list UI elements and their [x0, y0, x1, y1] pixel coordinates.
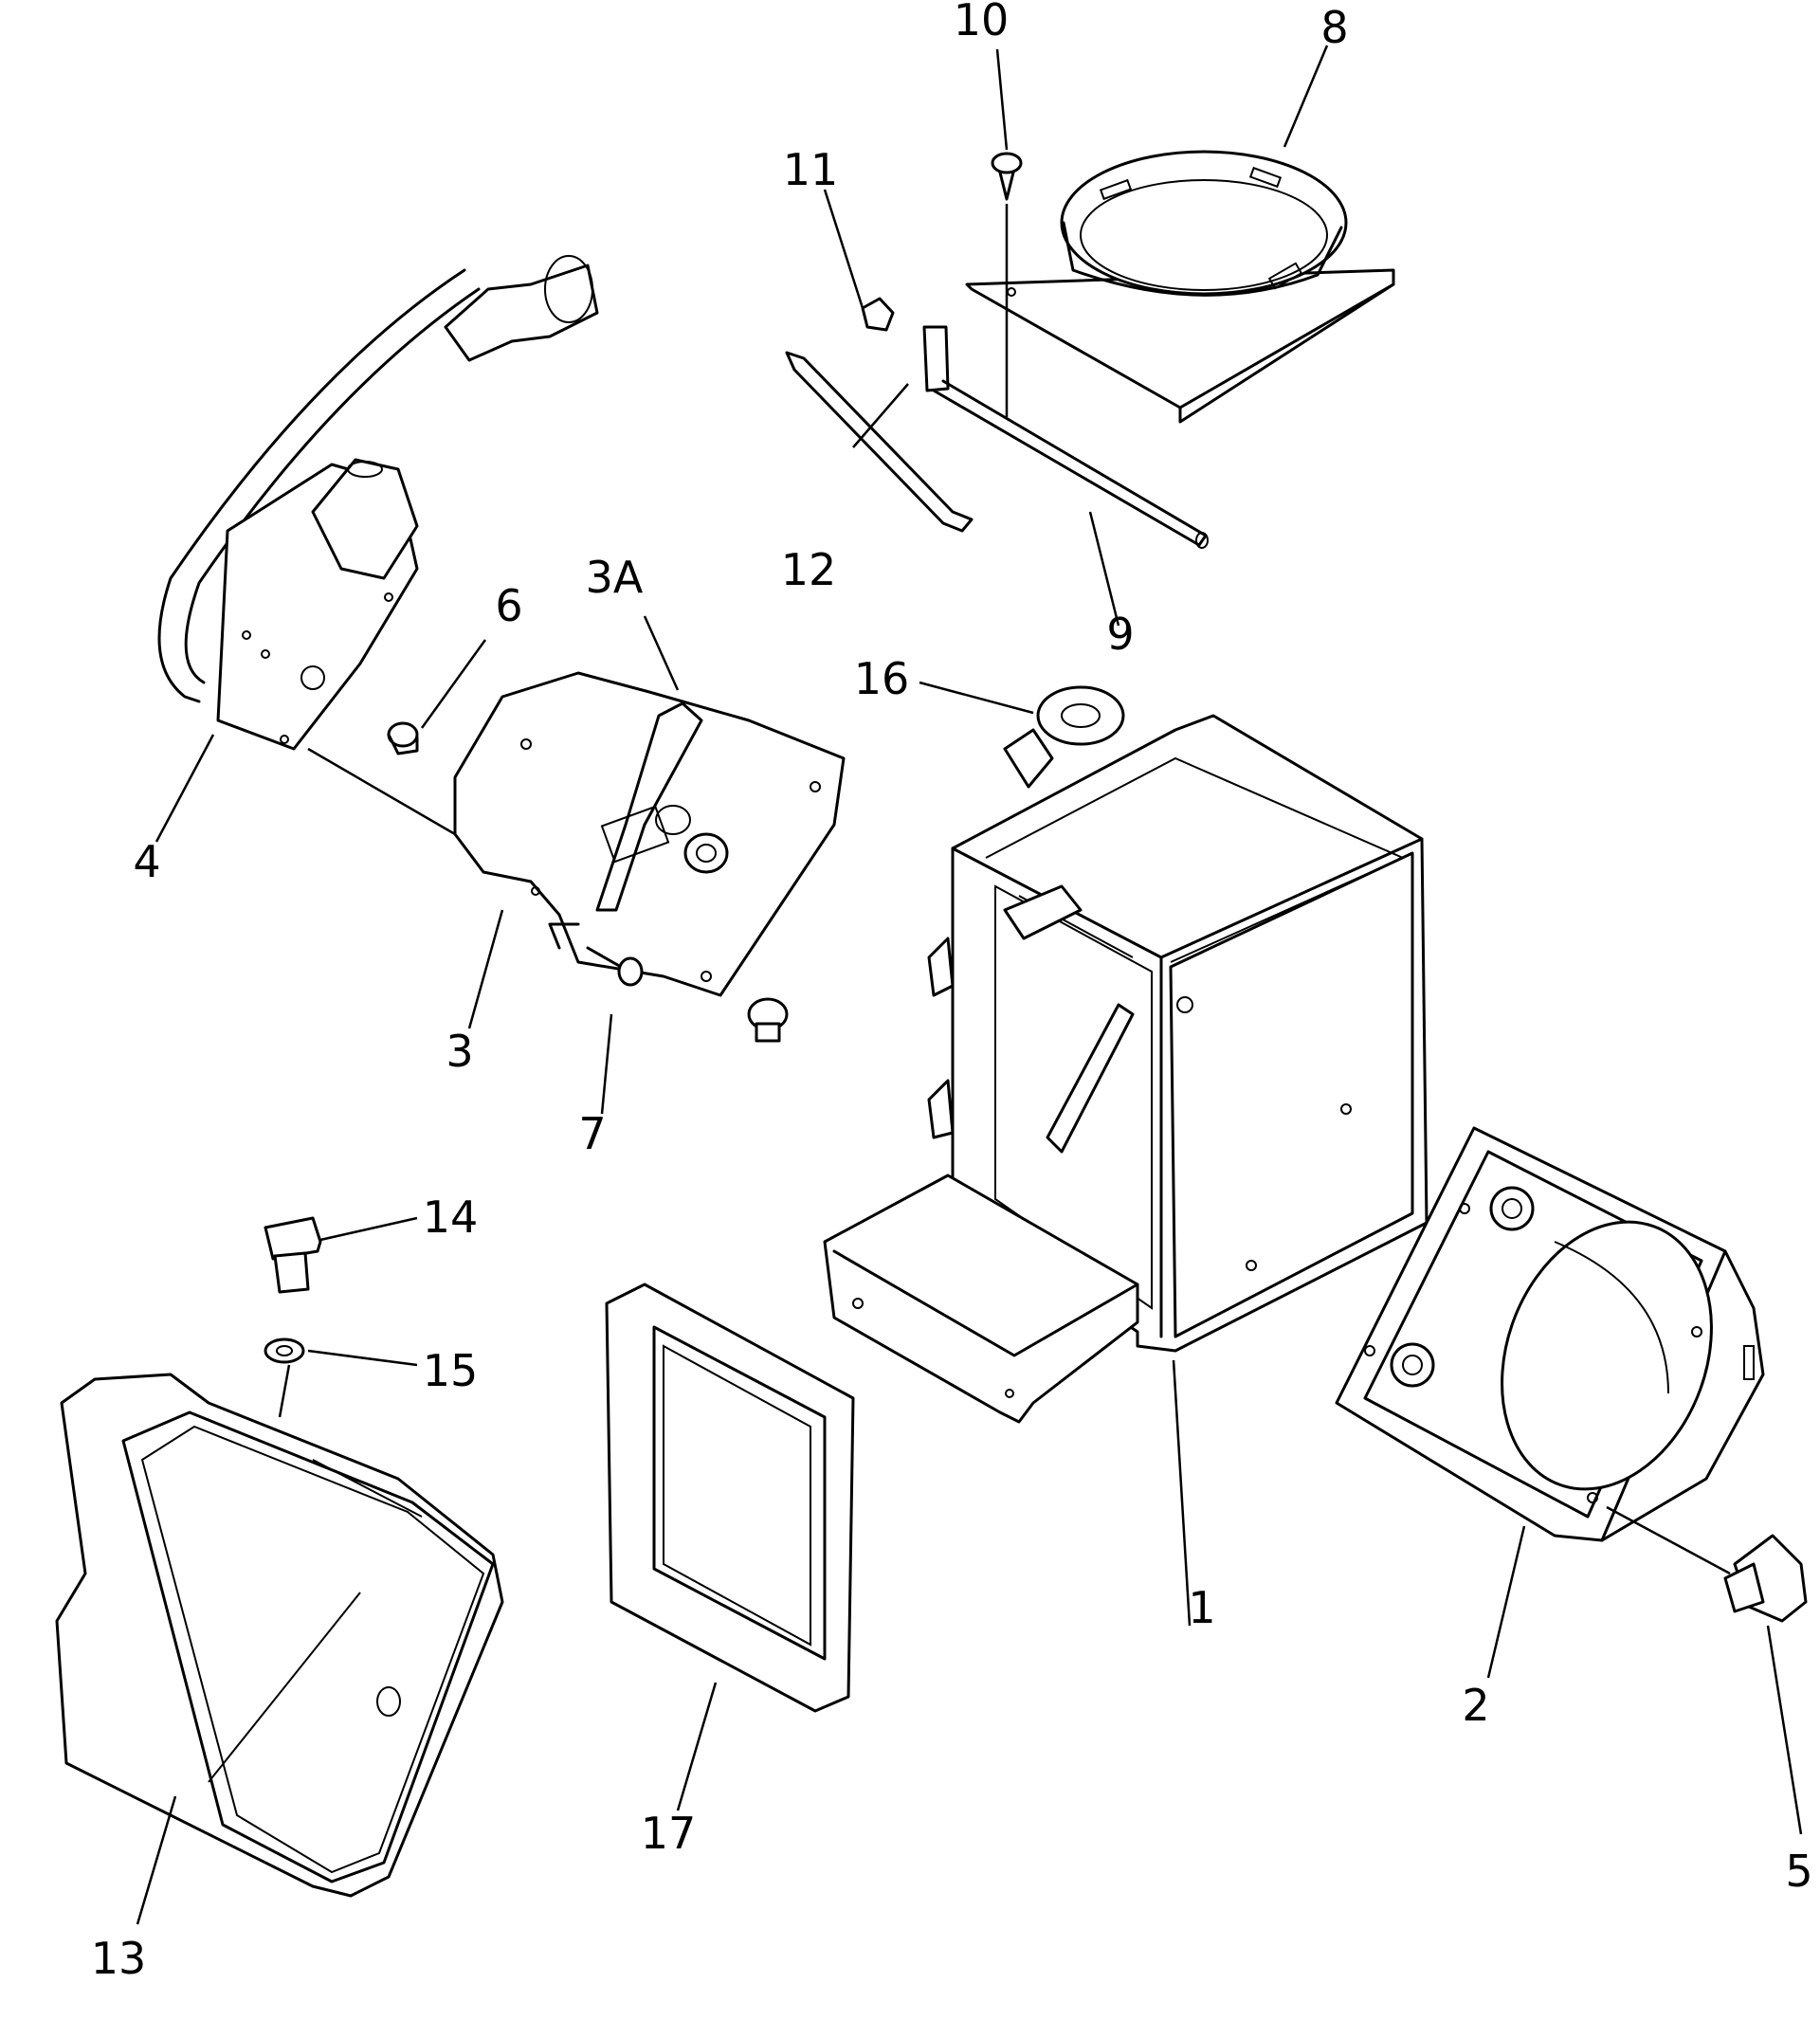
part-13-cover [55, 1373, 504, 1898]
callout-14: 14 [423, 1192, 479, 1243]
part-5-bolt [1723, 1534, 1808, 1623]
callout-15: 15 [423, 1345, 479, 1396]
part-3-bolt [747, 997, 789, 1043]
callout-5: 5 [1785, 1846, 1812, 1897]
callout-16: 16 [854, 653, 910, 704]
callout-11: 11 [783, 144, 839, 195]
callout-1: 1 [1188, 1582, 1215, 1633]
callout-12: 12 [781, 544, 837, 595]
part-12-rod [785, 351, 974, 533]
callout-6: 6 [495, 580, 522, 631]
part-14-bolt [264, 1216, 322, 1294]
part-1-housing [823, 714, 1429, 1424]
leader-lines [136, 45, 1803, 1925]
part-7-screw [586, 946, 644, 987]
part-11-clip [861, 297, 895, 332]
part-8-duct-plate [965, 150, 1395, 424]
part-15-washer [264, 1337, 305, 1364]
callout-7: 7 [578, 1108, 606, 1159]
callout-3: 3 [446, 1026, 473, 1077]
callout-labels: 1 2 3 3A 4 5 6 7 8 9 10 11 12 13 14 15 1… [91, 0, 1813, 1984]
callout-3a: 3A [586, 552, 644, 603]
part-17-filter-frame [605, 1283, 855, 1713]
callout-17: 17 [641, 1808, 697, 1859]
part-16-grommet [1036, 685, 1125, 746]
part-6-nut [387, 721, 419, 755]
part-4-motor-actuator [157, 255, 599, 751]
callout-8: 8 [1320, 2, 1348, 53]
callout-10: 10 [954, 0, 1010, 45]
part-10-screw [991, 152, 1023, 417]
part-2-outlet-adapter [1335, 1126, 1765, 1542]
callout-4: 4 [133, 836, 160, 887]
callout-2: 2 [1462, 1680, 1489, 1731]
part-9-shaft [922, 325, 1209, 549]
callout-9: 9 [1106, 609, 1134, 660]
callout-13: 13 [91, 1933, 147, 1984]
part-3-link-plate [453, 671, 846, 997]
